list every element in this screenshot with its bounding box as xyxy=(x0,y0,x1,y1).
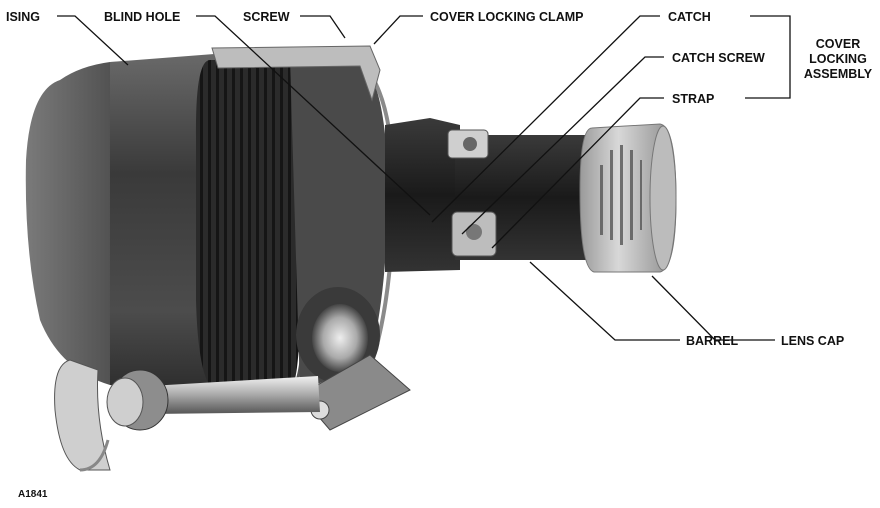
label-catch-screw: CATCH SCREW xyxy=(672,51,765,65)
leader-barrel xyxy=(529,261,680,341)
leader-lines xyxy=(57,15,791,341)
label-housing: ISING xyxy=(6,10,40,24)
device-photo xyxy=(25,45,677,472)
cover-ring xyxy=(195,60,300,392)
cover-locking-clamp xyxy=(211,45,381,102)
label-assembly-line1: COVER xyxy=(816,37,860,51)
figure-id: A1841 xyxy=(18,489,48,500)
label-cover-locking-clamp: COVER LOCKING CLAMP xyxy=(430,10,583,24)
leader-catch-screw xyxy=(461,56,664,235)
label-assembly-line3: ASSEMBLY xyxy=(804,67,873,81)
callout-labels: ISING BLIND HOLE SCREW COVER LOCKING CLA… xyxy=(6,10,873,500)
label-barrel: BARREL xyxy=(686,334,738,348)
label-strap: STRAP xyxy=(672,92,714,106)
mounting-rod xyxy=(150,376,320,414)
assembly-bracket xyxy=(745,15,791,99)
leader-catch xyxy=(431,15,660,223)
leader-housing xyxy=(57,15,129,66)
leader-screw xyxy=(300,15,346,39)
mounting-plate xyxy=(54,359,111,471)
leader-blind-hole xyxy=(196,15,431,216)
label-screw: SCREW xyxy=(243,10,290,24)
leader-strap xyxy=(491,97,664,249)
leader-clamp xyxy=(373,15,423,45)
label-blind-hole: BLIND HOLE xyxy=(104,10,180,24)
label-catch: CATCH xyxy=(668,10,711,24)
label-assembly-line2: LOCKING xyxy=(809,52,867,66)
leader-lens-cap xyxy=(651,275,775,341)
label-lens-cap: LENS CAP xyxy=(781,334,844,348)
